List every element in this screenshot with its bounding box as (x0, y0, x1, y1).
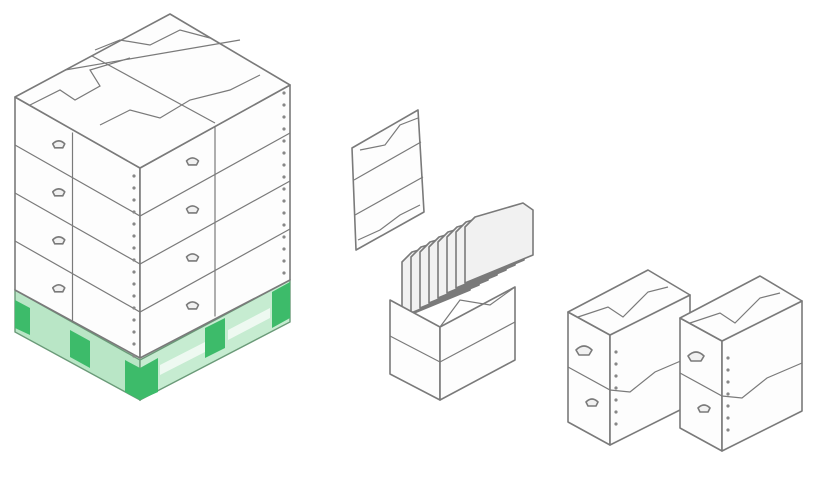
layer-seam (14, 180, 291, 265)
rivet (614, 386, 618, 390)
rivet (282, 127, 286, 131)
flap-seam (64, 39, 241, 71)
rivet (614, 350, 618, 354)
rivet (614, 398, 618, 402)
handle-icon (51, 236, 66, 245)
rivet (726, 404, 730, 408)
rivet (132, 270, 136, 274)
handle-icon (51, 188, 66, 197)
rivet (726, 368, 730, 372)
rivet (282, 247, 286, 251)
rivet (132, 282, 136, 286)
flap-seam (91, 55, 216, 124)
rivet (132, 258, 136, 262)
flap-cutout (94, 29, 211, 51)
rivet (726, 428, 730, 432)
handle-icon (51, 140, 66, 149)
box-fold-line (567, 356, 691, 393)
rivet (282, 91, 286, 95)
stack-top-face (14, 13, 291, 169)
pallet-block (272, 282, 290, 328)
pallet-block (15, 300, 30, 335)
divider-panel (464, 202, 534, 284)
handle-icon (185, 157, 200, 166)
flap-cutout (99, 74, 261, 126)
rivet (132, 306, 136, 310)
rivet (726, 356, 730, 360)
rivet (132, 342, 136, 346)
rivet (614, 374, 618, 378)
rivet (282, 223, 286, 227)
pallet-block (70, 330, 90, 368)
rivet (282, 103, 286, 107)
flap-cutout (577, 286, 669, 318)
rivet (282, 259, 286, 263)
handle-icon (185, 205, 200, 214)
rivet (726, 380, 730, 384)
layer-seam (14, 132, 291, 217)
rivet (282, 115, 286, 119)
rivet (132, 246, 136, 250)
assembled-boxes (567, 269, 803, 452)
rivet (282, 163, 286, 167)
handle-icon (575, 345, 593, 356)
rivet (282, 199, 286, 203)
pallet-block (125, 360, 140, 400)
rivet (726, 416, 730, 420)
rivet (132, 294, 136, 298)
rivet (132, 354, 136, 358)
rivet (282, 151, 286, 155)
pallet-block (205, 318, 225, 358)
rivet (282, 235, 286, 239)
rivet (282, 187, 286, 191)
rivet (132, 210, 136, 214)
handle-icon (585, 398, 599, 407)
handle-icon (687, 351, 705, 362)
layer-seam (14, 228, 291, 313)
handle-icon (51, 284, 66, 293)
box (679, 275, 803, 452)
rivet (132, 174, 136, 178)
flap-cutout (29, 57, 131, 106)
rivet (614, 422, 618, 426)
rivet (132, 198, 136, 202)
rivet (282, 211, 286, 215)
pallet-opening (228, 308, 270, 340)
box-stack (14, 13, 291, 359)
rivet (282, 139, 286, 143)
box-top-face (567, 269, 691, 336)
rivet (282, 175, 286, 179)
rivet (132, 330, 136, 334)
box (567, 269, 691, 446)
box-fold-line (679, 362, 803, 399)
rivet (132, 186, 136, 190)
rivet (614, 410, 618, 414)
rivet (132, 222, 136, 226)
rivet (726, 392, 730, 396)
rivet (282, 271, 286, 275)
box-with-dividers (389, 202, 534, 401)
handle-icon (185, 301, 200, 310)
pallet (14, 278, 291, 402)
pallet-block (140, 358, 158, 400)
flat-box-panel (351, 109, 425, 251)
rivet (132, 234, 136, 238)
rivet (132, 318, 136, 322)
box-top-face (679, 275, 803, 342)
flap-cutout (689, 292, 781, 324)
pallet-opening (160, 342, 205, 375)
handle-icon (185, 253, 200, 262)
rivet (614, 362, 618, 366)
handle-icon (697, 404, 711, 413)
